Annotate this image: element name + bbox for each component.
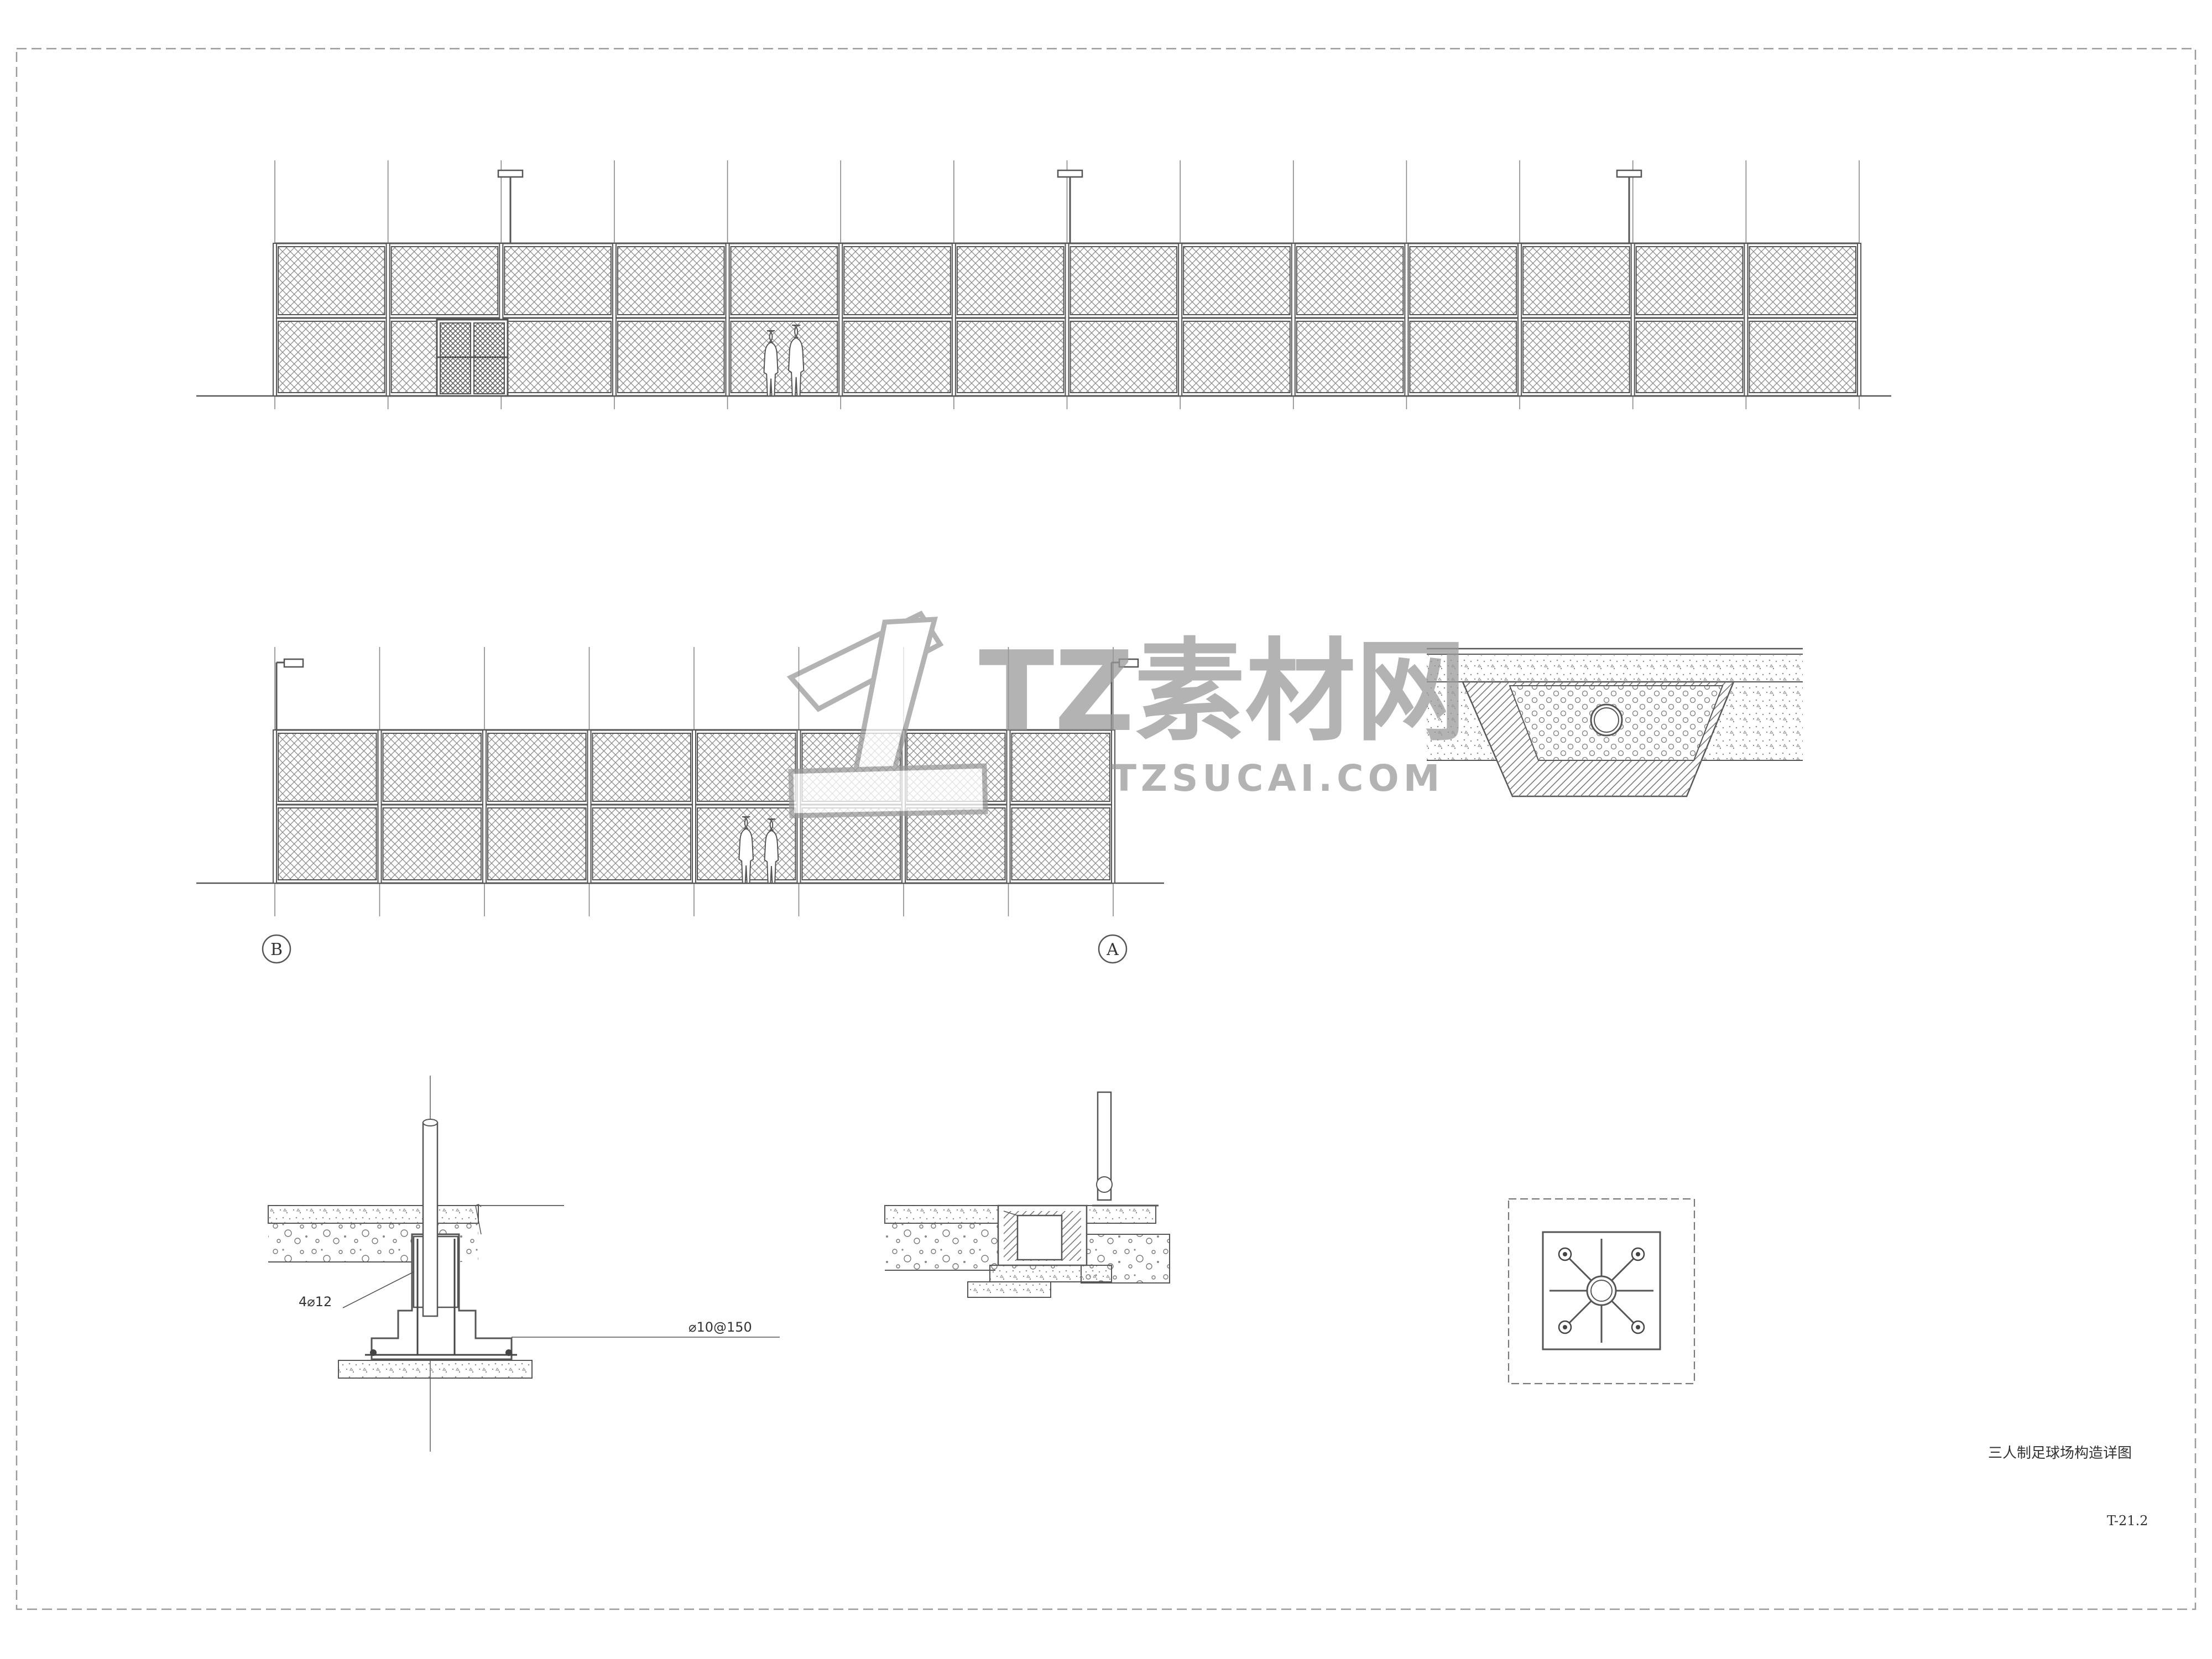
fence-panel <box>1749 321 1857 393</box>
fence-panel <box>592 807 691 880</box>
fence-panel <box>1011 807 1110 880</box>
fence-panel <box>617 246 725 315</box>
fence-panel <box>801 807 901 880</box>
fence-panel <box>278 246 385 315</box>
light-fixture <box>283 658 304 668</box>
fence-panel <box>1635 246 1744 315</box>
fence-post <box>1744 243 1749 397</box>
drainage-trench-section <box>1427 648 1803 797</box>
watermark-logo-icon <box>786 611 988 818</box>
fence-post <box>273 729 277 884</box>
fence-panel <box>382 733 482 802</box>
gate-leaf <box>473 322 505 394</box>
fence-panel <box>278 733 377 802</box>
fence-panel <box>1070 321 1178 393</box>
fence-panel <box>956 321 1065 393</box>
fence-post <box>1178 243 1183 397</box>
fence-panel <box>487 733 587 802</box>
post-foundation-detail: 4⌀12 ⌀10@150 <box>268 1076 780 1452</box>
fence-post <box>587 729 592 884</box>
fence-panel <box>504 246 612 315</box>
rebar-stirrup-label: ⌀10@150 <box>688 1319 752 1335</box>
person-figure <box>788 325 805 397</box>
fence-post <box>725 243 730 397</box>
fence-panel <box>278 807 377 880</box>
watermark-brand: TZ素材网 <box>979 628 1466 757</box>
fence-panel <box>1183 321 1291 393</box>
fence-panel <box>1070 246 1178 315</box>
light-fixture <box>497 169 524 178</box>
rebar-main-label: 4⌀12 <box>299 1294 332 1310</box>
fence-post <box>1065 243 1070 397</box>
sheet-border <box>15 48 2197 1610</box>
fence-post <box>482 729 487 884</box>
light-fixture <box>1118 658 1139 668</box>
fence-panel <box>1183 246 1291 315</box>
light-fixture <box>1057 169 1083 178</box>
short-side-fence-elevation <box>196 647 1164 916</box>
curb-channel-detail <box>884 1091 1170 1298</box>
fence-panel <box>390 246 499 315</box>
watermark: TZ素材网 TZSUCAI.COM <box>786 611 1466 818</box>
fence-panel <box>956 246 1065 315</box>
axis-marker-a: A <box>1098 934 1128 964</box>
watermark-url: TZSUCAI.COM <box>1112 757 1444 800</box>
fence-panel <box>1011 733 1110 802</box>
axis-label-b: B <box>270 940 283 959</box>
fence-post <box>1404 243 1409 397</box>
fence-post <box>1111 729 1115 884</box>
gate-leaf <box>440 322 471 394</box>
fence-post <box>377 729 382 884</box>
long-side-fence-elevation <box>196 160 1891 409</box>
axis-marker-b: B <box>262 934 291 964</box>
fence-panel <box>504 321 612 393</box>
fence-post <box>1857 243 1861 397</box>
fence-panel <box>1296 246 1404 315</box>
fence-panel <box>1635 321 1744 393</box>
fence-panel <box>1296 321 1404 393</box>
fence-post <box>692 729 696 884</box>
fence-panel <box>382 807 482 880</box>
fence-post <box>1006 729 1011 884</box>
fence-post <box>1630 243 1635 397</box>
fence-panel <box>906 807 1006 880</box>
fence-panel <box>843 321 951 393</box>
fence-panel <box>730 321 838 393</box>
fence-panel <box>592 733 691 802</box>
fence-panel <box>1522 246 1630 315</box>
base-plate-plan <box>1507 1198 1695 1385</box>
fence-panel <box>1749 246 1857 315</box>
light-fixture <box>1616 169 1642 178</box>
fence-panel <box>697 733 796 802</box>
fence-post <box>612 243 617 397</box>
fence-post <box>951 243 956 397</box>
axis-label-a: A <box>1106 940 1119 959</box>
fence-post <box>838 243 843 397</box>
fence-panel <box>843 246 951 315</box>
person-figure <box>738 816 754 884</box>
fence-post <box>273 243 277 397</box>
person-figure <box>763 330 779 397</box>
fence-panel <box>1409 321 1517 393</box>
drawing-title: 三人制足球场构造详图 <box>1988 1445 2132 1462</box>
fence-panel <box>1522 321 1630 393</box>
person-figure <box>764 818 779 884</box>
fence-panel <box>1409 246 1517 315</box>
sheet-number: T-21.2 <box>2107 1513 2148 1528</box>
fence-post <box>1291 243 1296 397</box>
fence-panel <box>487 807 587 880</box>
fence-panel <box>730 246 838 315</box>
fence-post <box>385 243 390 397</box>
fence-panel <box>617 321 725 393</box>
fence-panel <box>278 321 385 393</box>
fence-post <box>1517 243 1522 397</box>
